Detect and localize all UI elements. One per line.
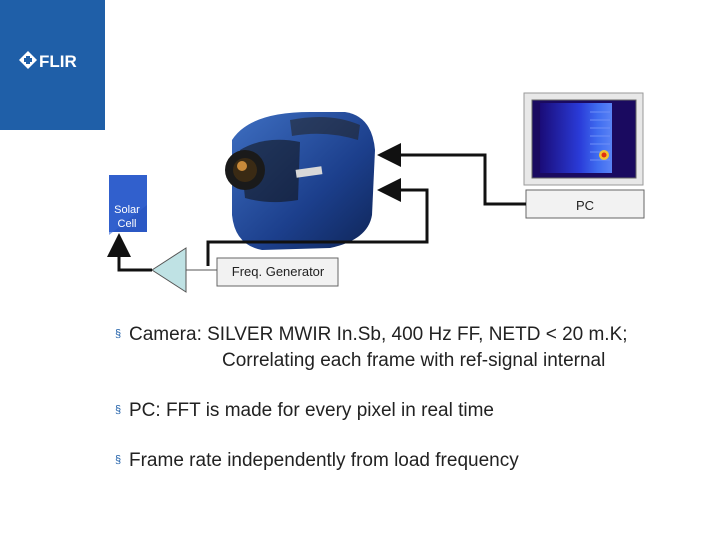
pc-to-camera-connection	[377, 143, 526, 206]
bullet-frame-rate: § Frame rate independently from load freq…	[115, 450, 519, 472]
flir-logo-bar: FLIR	[0, 0, 105, 130]
bullet-marker: §	[115, 328, 122, 340]
bullet-marker: §	[115, 404, 122, 416]
camera-image	[222, 108, 377, 258]
pc-label: PC	[575, 198, 595, 213]
freq-generator-label: Freq. Generator	[231, 264, 325, 279]
solar-cell-label-line1: Solar	[114, 204, 140, 216]
solar-cell-label-line2: Cell	[117, 218, 137, 230]
bullet-camera: § Camera: SILVER MWIR In.Sb, 400 Hz FF, N…	[115, 324, 628, 346]
bullet-camera-text: Camera: SILVER MWIR In.Sb, 400 Hz FF, NE…	[129, 324, 628, 345]
freq-generator-box	[216, 257, 339, 287]
solar-cell	[109, 175, 147, 235]
flir-logo: FLIR	[19, 51, 77, 71]
setup-diagram	[107, 92, 645, 293]
bullet-pc-text: PC: FFT is made for every pixel in real …	[129, 400, 494, 421]
bullet-pc: § PC: FFT is made for every pixel in real…	[115, 400, 494, 422]
pc-box	[525, 189, 645, 219]
generator-to-solar-cell-connection	[107, 233, 152, 272]
pc-monitor	[523, 92, 645, 219]
generator-to-camera-connection	[206, 178, 429, 266]
bullet-marker: §	[115, 454, 122, 466]
bullet-camera-continuation: Correlating each frame with ref-signal i…	[222, 350, 606, 371]
flir-logo-text: FLIR	[39, 52, 77, 71]
solar-cell-label: Solar Cell	[107, 203, 147, 231]
frequency-generator	[151, 247, 339, 293]
bullet-frame-rate-text: Frame rate independently from load frequ…	[129, 450, 519, 471]
